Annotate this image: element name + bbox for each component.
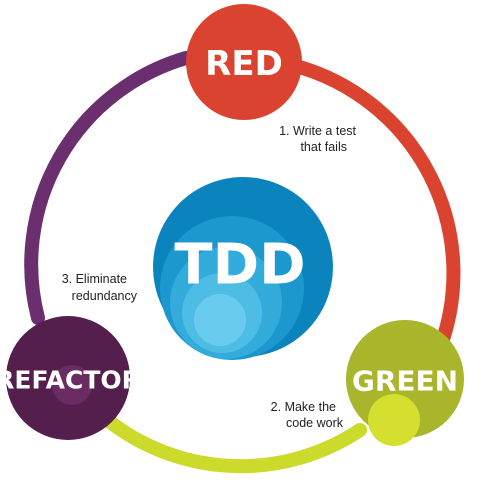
node-red: RED: [186, 4, 302, 120]
arc-refactor-to-red: [24, 51, 193, 325]
step-2-line-2: code work: [286, 416, 344, 430]
node-refactor-accent: [52, 365, 92, 405]
tdd-swirl-4: [194, 294, 246, 346]
tdd-center: TDD: [153, 177, 333, 360]
node-refactor-label: REFACTOR: [0, 366, 141, 395]
node-green-label: GREEN: [352, 365, 458, 398]
node-refactor: REFACTOR: [0, 316, 141, 440]
arc-red-to-green: [289, 59, 461, 355]
step-3-line-2: redundancy: [72, 289, 138, 303]
arc-green-to-refactor: [98, 411, 367, 474]
node-red-circle: [186, 4, 302, 120]
step-2-line-1: 2. Make the: [271, 400, 336, 414]
node-green: GREEN: [346, 320, 464, 446]
tdd-label: TDD: [174, 233, 305, 298]
node-green-accent: [368, 394, 420, 446]
step-1-line-1: 1. Write a test: [279, 124, 356, 138]
node-red-label: RED: [205, 44, 283, 84]
step-1-line-2: that fails: [300, 140, 347, 154]
step-3-line-1: 3. Eliminate: [62, 272, 127, 286]
